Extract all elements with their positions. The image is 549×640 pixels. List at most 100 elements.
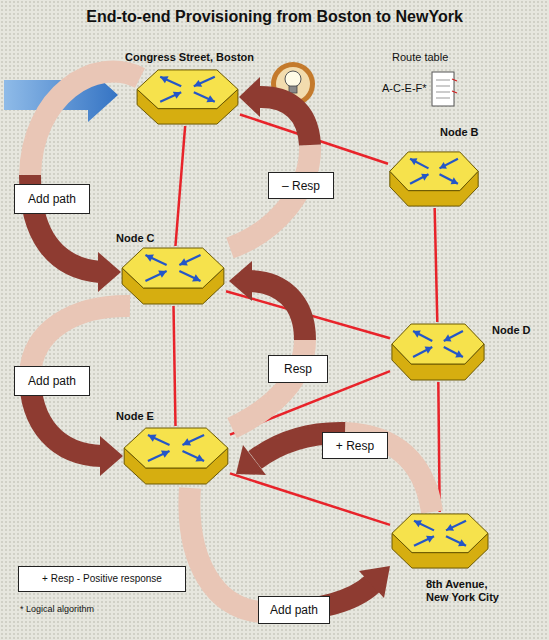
router-arrow-head — [426, 536, 434, 543]
router-top — [124, 428, 228, 468]
router-arrow — [440, 174, 458, 184]
node-label: Node B — [440, 126, 500, 139]
router-hexagon — [388, 150, 480, 208]
router-arrow-head — [440, 162, 447, 169]
diagram-title: End-to-end Provisioning from Boston to N… — [0, 7, 549, 27]
router-arrow — [413, 347, 432, 357]
note-box: Add path — [14, 366, 90, 396]
router-arrow-head — [161, 451, 170, 458]
flow-arrow-body — [250, 281, 305, 340]
box-text: Add path — [270, 603, 318, 617]
router-arrow — [148, 451, 170, 461]
router-arrow-head — [182, 438, 191, 445]
link-line — [435, 208, 438, 322]
bulb-glass — [285, 71, 301, 87]
router-node: Node D — [390, 322, 486, 382]
flow-arrow-body — [258, 97, 310, 145]
router-arrow — [145, 255, 166, 265]
note-box: – Resp — [268, 172, 334, 199]
box-text: + Resp - Positive response — [42, 572, 162, 586]
annotation-label: Route table — [392, 51, 448, 64]
router-arrow-head — [173, 92, 181, 99]
link-line — [240, 114, 388, 163]
router-node: Node E — [122, 426, 230, 486]
router-arrow — [194, 77, 215, 87]
router-arrow-head — [195, 454, 204, 461]
router-arrow-head — [455, 350, 463, 357]
router-arrow — [414, 521, 434, 531]
bulb-base — [289, 86, 297, 93]
router-arrow-head — [194, 80, 202, 87]
router-top — [137, 70, 238, 109]
notepad-line — [436, 80, 450, 81]
router-arrow-head — [425, 347, 433, 354]
router-arrow-head — [410, 158, 417, 165]
router-node: Node B — [388, 150, 480, 208]
box-text: Add path — [28, 192, 76, 206]
router-arrow-head — [421, 174, 428, 181]
router-arrow-head — [444, 334, 452, 341]
router-arrow — [444, 331, 463, 341]
link-line — [174, 306, 176, 426]
router-node: 8th Avenue, New York City — [390, 512, 490, 570]
router-hexagon — [390, 512, 490, 570]
notepad-line — [436, 86, 450, 87]
router-top — [122, 248, 224, 288]
flow-arrow-head — [100, 436, 123, 476]
router-arrow — [179, 271, 200, 281]
router-top — [390, 152, 478, 191]
annotation-label: A-C-E-F* — [382, 82, 427, 95]
link-line — [175, 126, 185, 246]
note-box: Add path — [14, 184, 90, 214]
annotation-label: * Logical algorithm — [20, 603, 94, 616]
router-arrow-head — [148, 435, 157, 442]
router-node: Congress Street, Boston — [135, 68, 240, 126]
router-arrow — [182, 435, 204, 445]
box-text: + Resp — [336, 439, 374, 453]
router-arrow — [410, 174, 428, 184]
flow-arrow-tail — [189, 488, 265, 612]
flow-arrow-tail — [30, 306, 130, 375]
router-arrow — [145, 271, 166, 281]
router-arrow-head — [446, 524, 454, 531]
router-arrow — [182, 451, 204, 461]
router-top — [392, 324, 484, 364]
node-label: Congress Street, Boston — [107, 51, 272, 64]
router-arrow — [148, 435, 170, 445]
notepad-line — [436, 92, 450, 93]
box-text: Resp — [284, 362, 312, 376]
router-arrow-head — [145, 255, 153, 262]
router-arrow — [446, 536, 466, 546]
router-arrow-head — [179, 258, 187, 265]
router-hexagon — [135, 68, 240, 126]
note-box: Add path — [258, 596, 330, 624]
flow-arrow-head — [359, 566, 390, 598]
flow-arrow-head — [98, 252, 121, 292]
router-hexagon — [390, 322, 486, 382]
router-arrow-head — [413, 331, 421, 338]
flow-arrow-tail — [30, 72, 140, 175]
router-top — [392, 514, 488, 553]
notepad-icon — [432, 72, 454, 106]
router-arrow-head — [458, 539, 466, 546]
node-label: 8th Avenue, New York City — [426, 578, 508, 604]
flow-arrow-head — [236, 445, 266, 475]
router-arrow-head — [160, 76, 168, 83]
box-text: – Resp — [282, 179, 320, 193]
entry-arrow — [4, 68, 118, 122]
bulb-ring — [271, 62, 315, 106]
router-arrow-head — [451, 177, 458, 184]
node-label: Node D — [492, 324, 547, 337]
box-text: Add path — [28, 374, 76, 388]
router-arrow — [440, 159, 458, 169]
router-arrow-head — [414, 520, 422, 527]
router-hexagon — [122, 426, 230, 486]
router-arrow — [444, 347, 463, 357]
router-arrow — [410, 159, 428, 169]
notepad-line — [436, 98, 450, 99]
note-box: + Resp — [322, 432, 388, 459]
note-box: + Resp - Positive response — [18, 566, 186, 592]
